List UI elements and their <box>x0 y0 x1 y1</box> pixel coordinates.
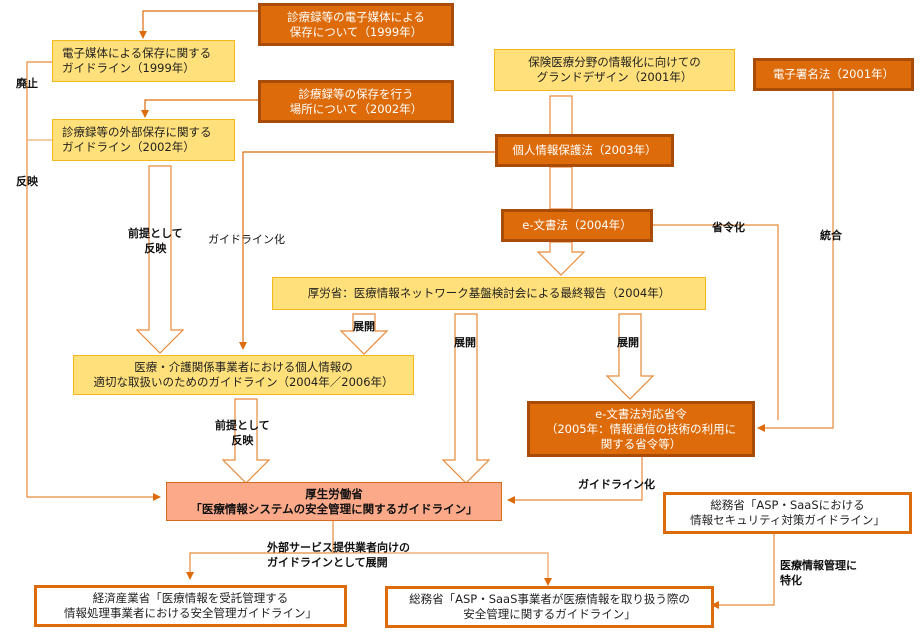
label-deploy-2: 展開 <box>454 336 476 349</box>
label-guideline-ization-2: ガイドライン化 <box>578 478 655 491</box>
connector-esign-to-ordinance <box>757 90 834 432</box>
box-mic-asp-saas-medical: 総務省「ASP・SaaS事業者が医療情報を取り扱う際の 安全管理に関するガイドラ… <box>385 586 714 628</box>
box-meti-guideline: 経済産業省「医療情報を受託管理する 情報処理事業者における安全管理ガイドライン」 <box>34 585 347 627</box>
box-mhlw-notice-2002: 診療録等の保存を行う 場所について（2002年） <box>258 80 454 123</box>
label-ordinance-ization: 省令化 <box>712 221 745 234</box>
block-arrow-guideline2002-to-privacy-guideline <box>135 165 185 354</box>
box-mhlw-notice-1999: 診療録等の電子媒体による 保存について（1999年） <box>258 3 454 46</box>
block-arrow-report-to-privacy-guideline <box>339 313 389 355</box>
label-reflect: 反映 <box>16 175 38 188</box>
connector-mhlw-to-meti <box>186 520 334 580</box>
box-grand-design-2001: 保険医療分野の情報化に向けての グランドデザイン（2001年） <box>494 49 735 91</box>
connector-notice2002-to-guideline2002 <box>141 99 260 118</box>
box-privacy-guideline: 医療・介護関係事業者における個人情報の 適切な取扱いのためのガイドライン（200… <box>73 355 414 395</box>
block-arrow-report-to-ordinance <box>605 313 655 400</box>
connector-privacy-law-to-privacy-guideline <box>239 151 495 350</box>
connector-mhlw-to-mic-medical <box>333 552 552 586</box>
block-arrow-report-to-mhlw-guideline <box>441 313 491 484</box>
label-deploy-3: 展開 <box>617 336 639 349</box>
connector-mic-security-to-mic-medical <box>711 534 775 609</box>
box-edoc-ordinance-2005: e-文書法対応省令 （2005年：情報通信の技術の利用に 関する省令等） <box>527 401 755 457</box>
block-arrow-privacy-guideline-to-mhlw-guideline <box>221 398 271 484</box>
label-guideline-ization-1: ガイドライン化 <box>208 233 285 246</box>
connector-notice1999-to-guideline1999 <box>139 10 260 39</box>
connector-edoc-law-to-ordinance <box>653 224 779 420</box>
label-integration: 統合 <box>820 229 842 242</box>
label-premise-reflect-2: 前提として 反映 <box>215 419 270 447</box>
label-medical-specialize: 医療情報管理に 特化 <box>780 559 857 587</box>
box-mhlw-security-guideline: 厚生労働省 「医療情報システムの安全管理に関するガイドライン」 <box>166 482 502 521</box>
connector-ordinance-to-mhlw-guideline <box>507 455 643 504</box>
label-external-service: 外部サービス提供業者向けの ガイドラインとして展開 <box>267 541 410 569</box>
block-arrow-grand-design-to-privacy-law <box>549 95 573 137</box>
box-guideline-2002: 診療録等の外部保存に関する ガイドライン（2002年） <box>52 119 235 161</box>
box-network-report-2004: 厚労省：医療情報ネットワーク基盤検討会による最終報告（2004年） <box>272 277 706 310</box>
box-privacy-law-2003: 個人情報保護法（2003年） <box>495 134 674 167</box>
block-arrow-privacy-law-to-edoc-law <box>549 166 573 210</box>
label-premise-reflect-1: 前提として 反映 <box>128 227 183 255</box>
box-mic-asp-saas-security: 総務省「ASP・SaaSにおける 情報セキュリティ対策ガイドライン」 <box>663 492 912 534</box>
box-guideline-1999: 電子媒体による保存に関する ガイドライン（1999年） <box>52 40 235 82</box>
connector-abolish-line <box>26 61 161 501</box>
label-deploy-1: 展開 <box>353 320 375 333</box>
block-arrow-edoc-to-report <box>536 241 586 276</box>
box-esign-law-2001: 電子署名法（2001年） <box>753 58 914 91</box>
label-abolished: 廃止 <box>16 77 38 90</box>
box-edoc-law-2004: e-文書法（2004年） <box>501 209 653 242</box>
